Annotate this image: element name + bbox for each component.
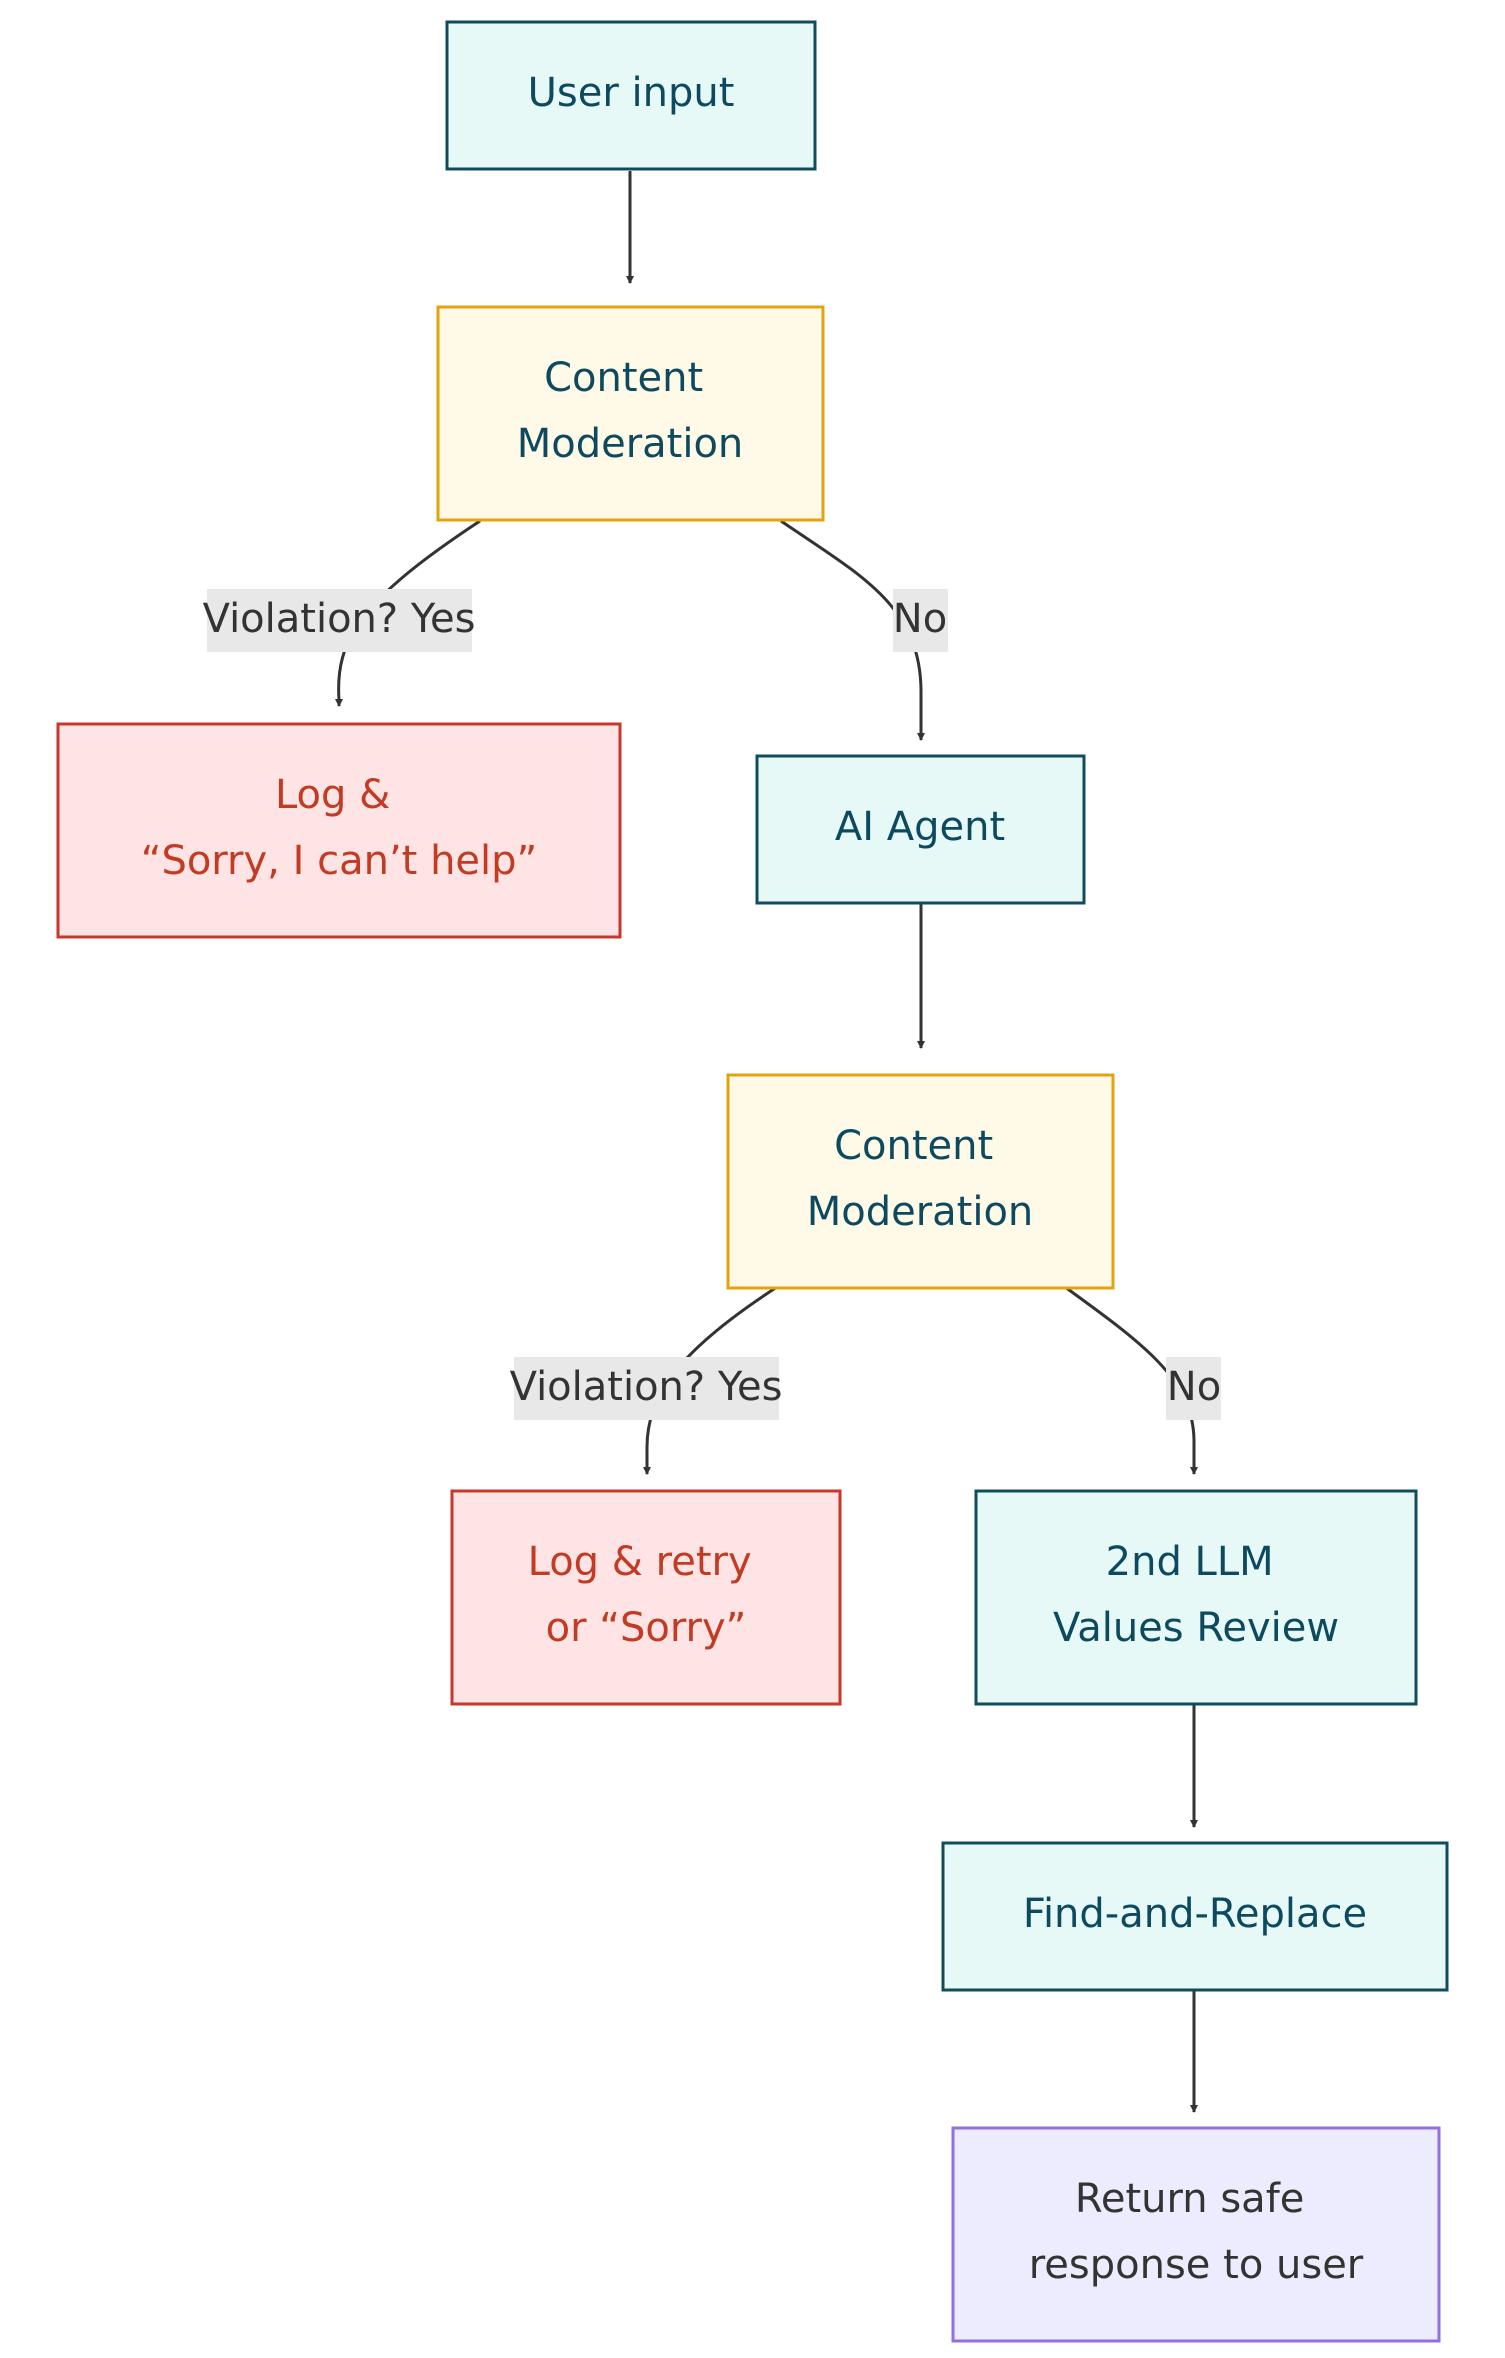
node-label-line: or “Sorry” — [546, 1605, 747, 1651]
svg-text:Content Moderation: Content Moderation — [807, 1123, 1034, 1235]
edge-label-no: No — [1166, 1357, 1221, 1420]
node-label-line: Content — [544, 355, 703, 401]
node-label-line: Log & — [275, 772, 390, 818]
svg-text:Content Moderation: Content Moderation — [517, 355, 744, 467]
node-find-and-replace: Find-and-Replace — [941, 1841, 1449, 1992]
node-label-line: Log & retry — [528, 1539, 752, 1585]
edge-label-text: Violation? Yes — [510, 1364, 783, 1410]
edge-moderation-to-values-review — [1064, 1285, 1198, 1475]
svg-text:Log & “Sorry, I can’t he: Log & “Sorry, I can’t help” — [141, 772, 538, 884]
node-label-line: AI Agent — [835, 804, 1005, 850]
node-label-line: Content — [834, 1123, 993, 1169]
svg-text:Find-and-Replace: Find-and-Replace — [1023, 1891, 1367, 1937]
node-label-line: Return safe — [1075, 2176, 1305, 2222]
node-reject-sorry: Log & “Sorry, I can’t help” — [56, 722, 622, 939]
edge-label-no: No — [893, 589, 948, 652]
node-content-moderation: Content Moderation — [726, 1073, 1115, 1290]
edge-label-text: Violation? Yes — [203, 596, 476, 642]
node-reject-retry: Log & retry or “Sorry” — [450, 1489, 842, 1706]
svg-text:Log & retry or “Sorry”: Log & retry or “Sorry” — [528, 1539, 765, 1651]
edge-label-text: No — [1167, 1364, 1221, 1410]
svg-text:2nd LLM Values Review: 2nd LLM Values Review — [1053, 1539, 1339, 1651]
edge-label-text: No — [893, 596, 947, 642]
edge-label-violation-yes: Violation? Yes — [510, 1357, 783, 1420]
edge-label-bg — [893, 589, 948, 652]
edge-label-violation-yes: Violation? Yes — [203, 589, 476, 652]
svg-text:Return safe response to: Return safe response to user — [1029, 2176, 1364, 2288]
edge-label-bg — [514, 1357, 779, 1420]
edge-label-bg — [207, 589, 472, 652]
node-label-line: Moderation — [807, 1189, 1034, 1235]
node-label-line: Find-and-Replace — [1023, 1891, 1367, 1937]
node-label-line: Values Review — [1053, 1605, 1339, 1651]
node-label-line: 2nd LLM — [1106, 1539, 1274, 1585]
node-label-line: Moderation — [517, 421, 744, 467]
node-label-line: User input — [528, 70, 735, 116]
edge-moderation-to-ai-agent — [780, 519, 925, 741]
node-ai-agent: AI Agent — [755, 754, 1086, 905]
node-user-input: User input — [445, 20, 817, 171]
node-label-line: “Sorry, I can’t help” — [141, 838, 538, 884]
node-label-line: response to user — [1029, 2242, 1364, 2288]
node-content-moderation: Content Moderation — [436, 305, 825, 522]
node-return-safe-response: Return safe response to user — [951, 2126, 1441, 2343]
edge-label-bg — [1166, 1357, 1221, 1420]
svg-text:User input: User input — [528, 70, 735, 116]
node-values-review: 2nd LLM Values Review — [974, 1489, 1418, 1706]
svg-text:AI Agent: AI Agent — [835, 804, 1005, 850]
